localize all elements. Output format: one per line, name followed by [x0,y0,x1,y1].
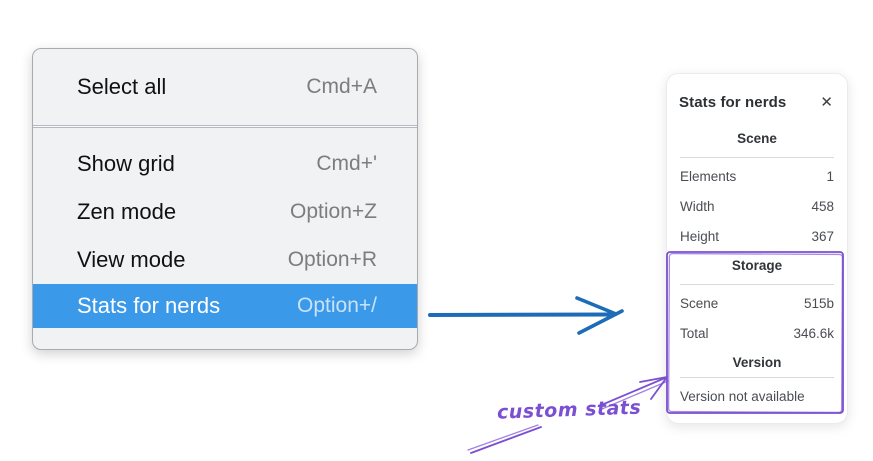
menu-item-shortcut: Cmd+A [306,75,377,98]
menu-item-stats-for-nerds[interactable]: Stats for nerds Option+/ [33,284,417,328]
menu-separator [33,125,417,128]
menu-item-shortcut: Cmd+' [316,152,377,175]
menu-item-shortcut: Option+R [287,248,377,271]
purple-arrowhead-barb-1 [639,376,668,383]
stat-label: Total [680,325,709,341]
stat-label: Scene [680,295,719,311]
menu-item-show-grid[interactable]: Show grid Cmd+' [33,140,417,188]
stat-value: 346.6k [793,325,834,341]
blue-arrow-barb-top [575,296,618,316]
menu-item-shortcut: Option+/ [297,294,377,317]
purple-arrowhead-barb-2 [650,376,668,400]
scene-section-header: Scene [737,131,777,146]
blue-arrow [428,296,624,335]
menu-item-zen-mode[interactable]: Zen mode Option+Z [33,188,417,236]
stat-row-total-storage: Total 346.6k [679,318,835,348]
close-icon[interactable]: ✕ [820,93,833,111]
stat-value: 1 [826,168,834,184]
storage-section-header: Storage [731,258,783,273]
stat-value: 458 [811,198,834,214]
stat-label: Width [680,198,715,214]
menu-item-label: View mode [77,247,186,272]
divider [680,377,834,378]
menu-item-select-all[interactable]: Select all Cmd+A [33,64,417,110]
stat-row-height: Height 367 [679,221,835,251]
custom-stats-annotation-label[interactable]: custom stats [496,396,642,424]
purple-arrow-lower-segment-sketch [467,424,539,451]
stat-row-elements: Elements 1 [679,161,835,191]
stats-panel: Stats for nerds ✕ Scene Elements 1 Width… [666,73,848,424]
blue-arrow-shaft [428,312,614,317]
context-menu: Select all Cmd+A Show grid Cmd+' Zen mod… [32,48,418,350]
stat-row-scene-storage: Scene 515b [679,288,835,318]
stat-row-width: Width 458 [679,191,835,221]
menu-item-label: Zen mode [77,199,177,224]
stat-label: Elements [680,168,737,184]
stat-label: Height [680,228,720,244]
menu-item-view-mode[interactable]: View mode Option+R [33,236,417,284]
menu-item-label: Select all [77,74,167,99]
version-section-header: Version [732,355,782,370]
divider [680,284,834,285]
stats-panel-title: Stats for nerds [679,93,787,111]
stat-value: 515b [803,295,834,311]
menu-item-label: Stats for nerds [77,293,221,318]
divider [680,157,834,158]
version-note: Version not available [680,388,805,404]
stat-value: 367 [811,228,834,244]
blue-arrow-barb-bottom [577,309,624,335]
purple-arrow-lower-segment [470,426,542,454]
menu-item-shortcut: Option+Z [290,200,377,223]
menu-item-label: Show grid [77,151,175,176]
